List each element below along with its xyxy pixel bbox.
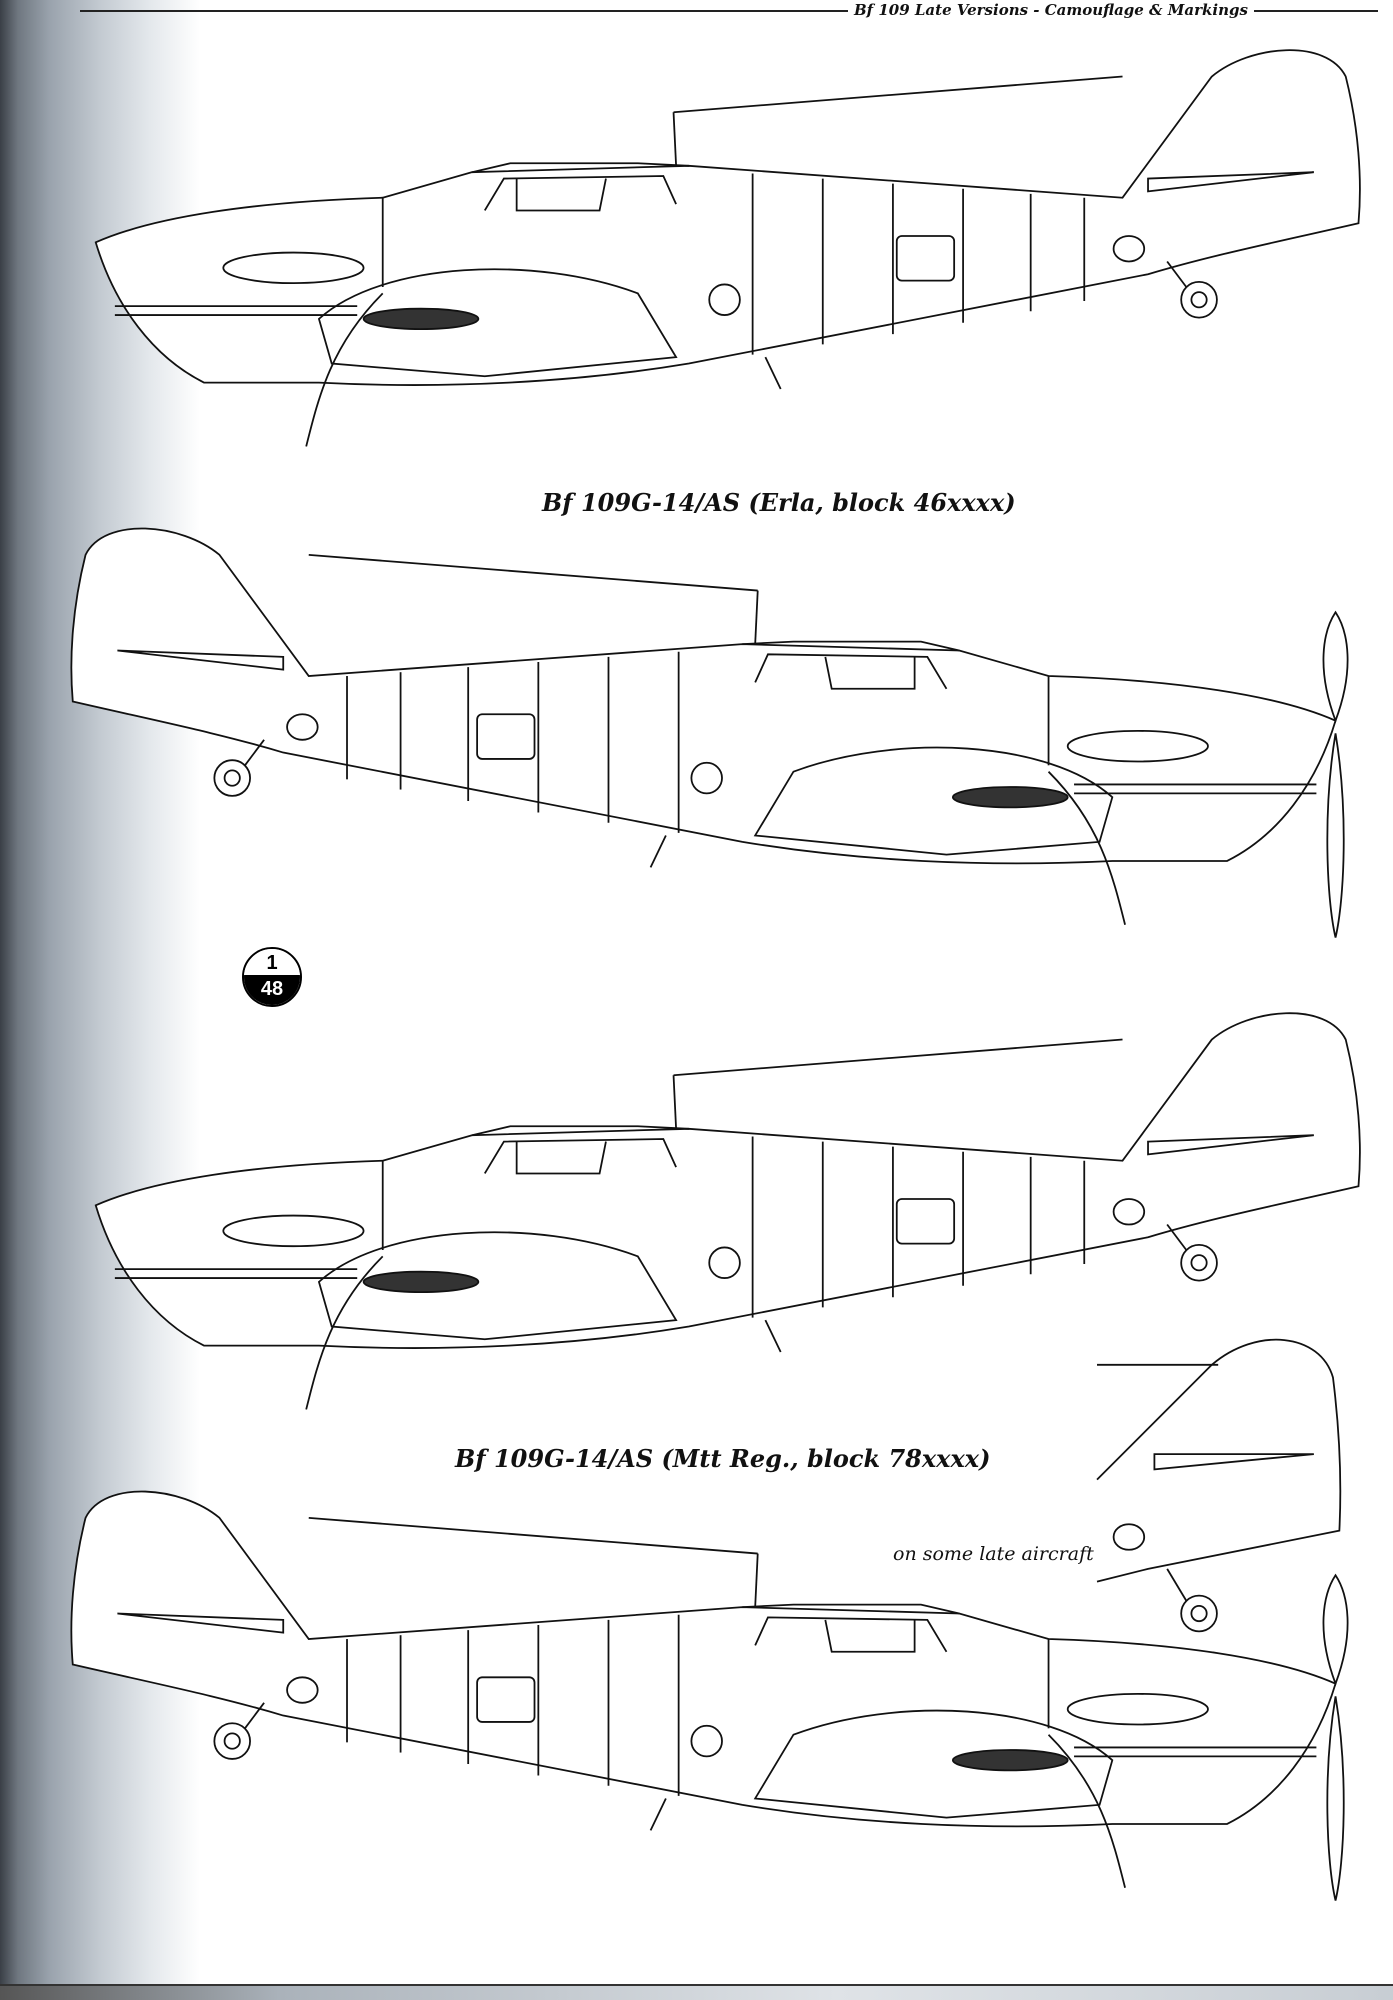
header-rule [80, 10, 1230, 12]
caption-mtt-reg: Bf 109G-14/AS (Mtt Reg., block 78xxxx) [455, 1444, 991, 1473]
aircraft-profile-2 [70, 527, 1349, 939]
caption-erla: Bf 109G-14/AS (Erla, block 46xxxx) [542, 488, 1016, 517]
page-footer-band [0, 1984, 1393, 2000]
aircraft-profile-3 [94, 1012, 1361, 1411]
scale-badge: 1 48 [242, 947, 302, 1007]
propeller-icon [1322, 611, 1349, 939]
page-header: Bf 109 Late Versions - Camouflage & Mark… [0, 0, 1393, 24]
tail-detail-inset [1096, 1338, 1342, 1633]
header-title: Bf 109 Late Versions - Camouflage & Mark… [848, 0, 1254, 20]
annotation-late-aircraft: on some late aircraft [893, 1543, 1094, 1565]
header-rule-right [1228, 10, 1378, 12]
aircraft-profile-1 [94, 49, 1361, 448]
